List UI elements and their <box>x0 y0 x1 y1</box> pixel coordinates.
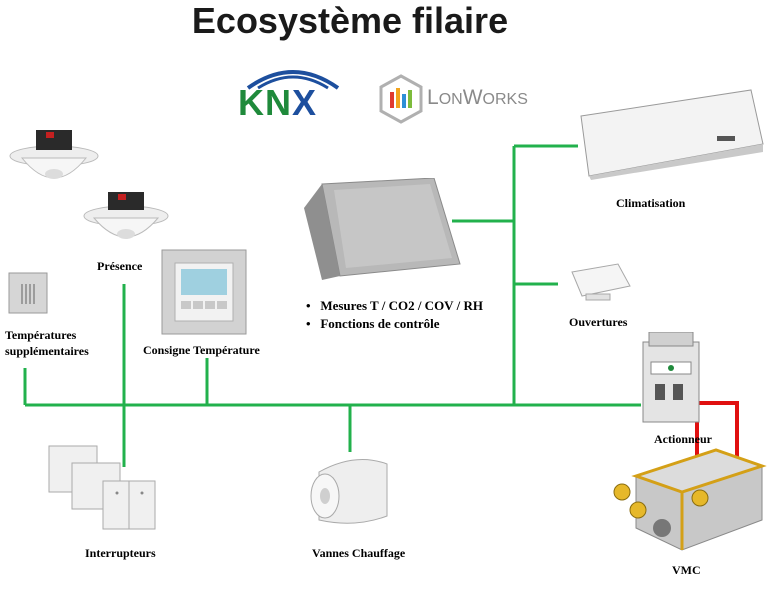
presence-label: Présence <box>97 259 143 273</box>
consigne-label: Consigne Température <box>143 343 260 357</box>
thermostat-icon <box>161 249 247 335</box>
central-unit-icon <box>304 178 461 280</box>
vmc-label: VMC <box>672 563 701 577</box>
bullet-text-control: Fonctions de contrôle <box>320 316 440 331</box>
temperatures-label-line1: Températures <box>5 328 77 342</box>
temperatures-label-line2: supplémentaires <box>5 344 89 358</box>
lonworks-logo-text: LONWORKS <box>427 86 528 109</box>
ceiling-presence-sensor-icon <box>83 192 169 239</box>
bullet-text-measures: Mesures T / CO2 / COV / RH <box>320 298 483 313</box>
central-unit-bullet-1: • Mesures T / CO2 / COV / RH <box>306 298 483 313</box>
window-contact-icon <box>571 263 631 301</box>
interrupteurs-label: Interrupteurs <box>85 546 156 560</box>
heating-valve-icon <box>310 459 388 524</box>
wall-switch-icon <box>48 445 156 530</box>
ceiling-presence-sensor-icon <box>9 130 99 179</box>
climatisation-label: Climatisation <box>616 196 686 210</box>
ouvertures-label: Ouvertures <box>569 315 628 329</box>
knx-logo-text: KNX <box>238 82 318 123</box>
page-title: Ecosystème filaire <box>191 0 509 41</box>
power-line-vmc-1 <box>697 401 739 470</box>
wall-temperature-sensor-icon <box>8 272 48 314</box>
din-actuator-icon <box>642 332 700 423</box>
actionneur-label: Actionneur <box>654 432 712 446</box>
lonworks-logo: LONWORKS <box>376 72 566 128</box>
central-unit-bullet-2: • Fonctions de contrôle <box>306 316 440 331</box>
vannes-label: Vannes Chauffage <box>312 546 406 560</box>
knx-logo: KNX <box>234 62 352 126</box>
ventilation-unit-icon <box>613 448 767 551</box>
temperatures-label: Températures supplémentaires <box>5 327 89 359</box>
air-conditioner-icon <box>580 89 764 180</box>
